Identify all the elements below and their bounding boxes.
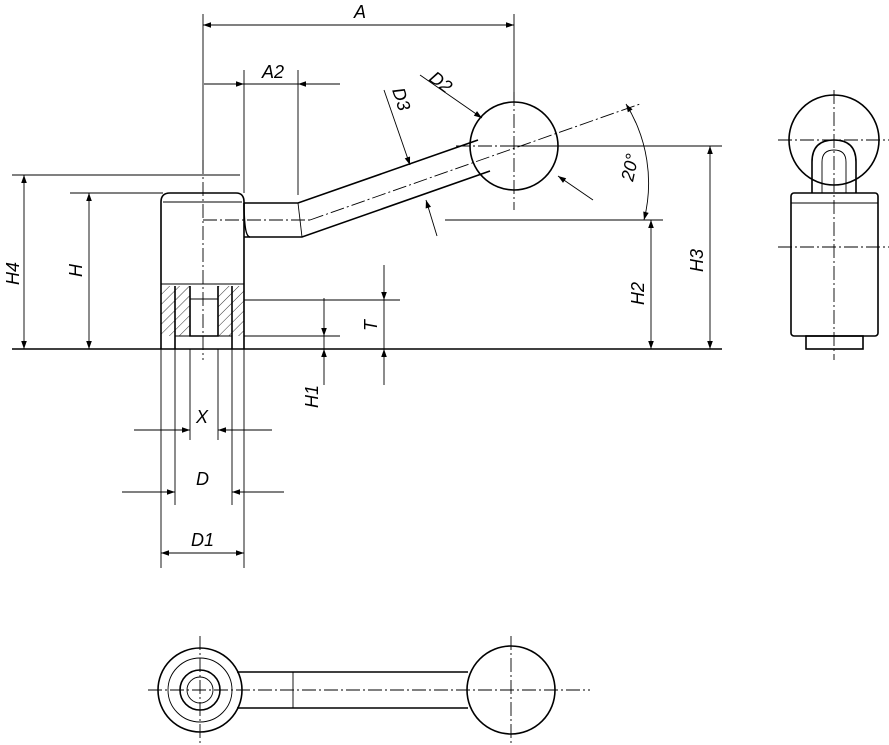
label-D2: D2	[426, 67, 456, 97]
label-A2: A2	[261, 62, 284, 82]
label-X: X	[195, 407, 209, 427]
front-hub	[790, 192, 879, 337]
label-D: D	[196, 469, 209, 489]
top-view	[148, 636, 590, 745]
front-view	[778, 90, 889, 360]
label-D1: D1	[191, 530, 214, 550]
dimension-lines	[21, 22, 713, 556]
hub-body	[160, 192, 245, 349]
extension-lines	[12, 14, 722, 568]
side-view: A A2 D2 D3 20° H4 H H3 H2 T H1 X D D1	[3, 2, 722, 568]
label-A: A	[353, 2, 366, 22]
label-H: H	[66, 263, 86, 277]
front-spigot	[805, 335, 864, 350]
label-angle: 20°	[617, 152, 642, 184]
label-T: T	[361, 318, 381, 331]
center-lines	[202, 92, 641, 360]
label-H3: H3	[687, 249, 707, 272]
lever-arm	[243, 101, 559, 238]
label-H4: H4	[3, 262, 23, 285]
label-H2: H2	[628, 282, 648, 305]
label-H1: H1	[302, 385, 322, 408]
label-D3: D3	[388, 85, 414, 113]
